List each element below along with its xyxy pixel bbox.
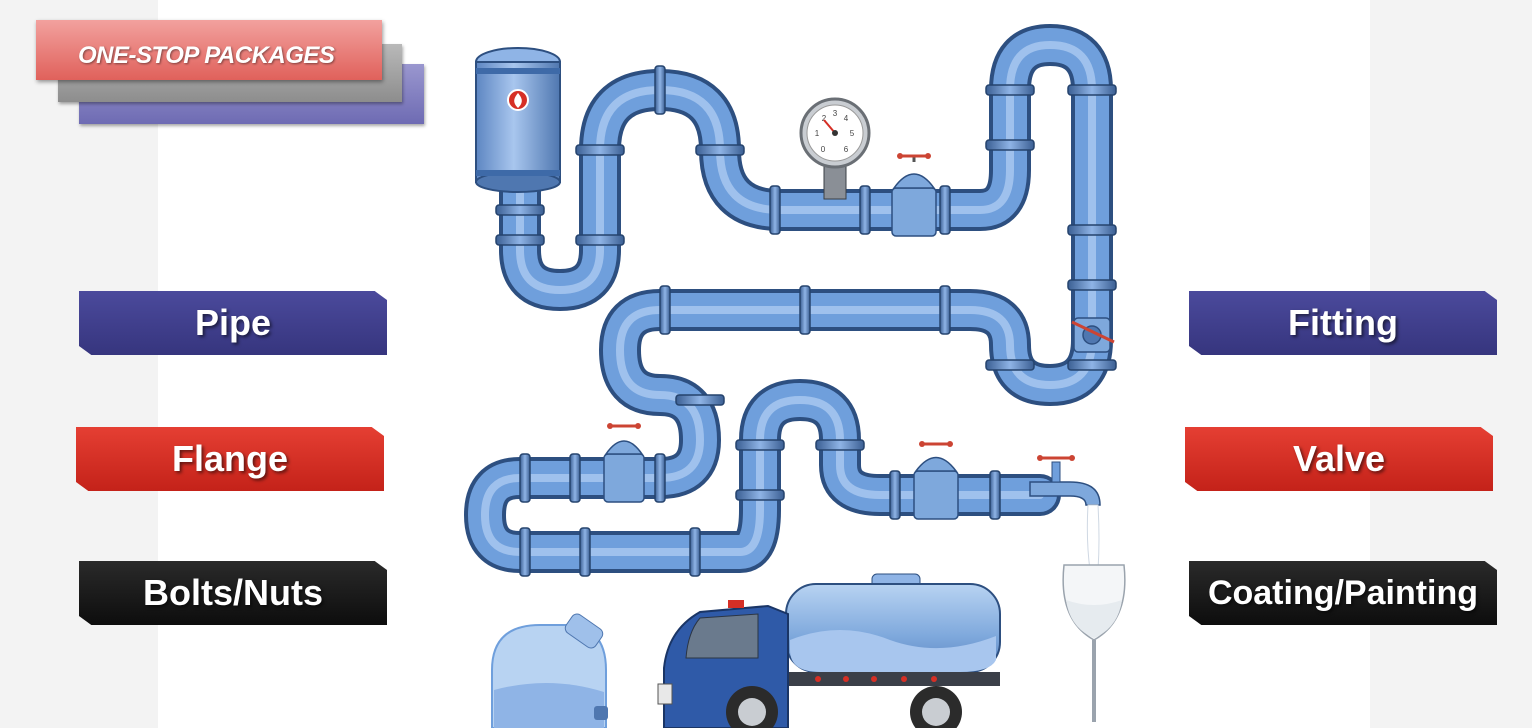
gate-valve-icon xyxy=(603,153,1115,520)
tanker-truck-icon xyxy=(657,573,1001,728)
svg-text:6: 6 xyxy=(844,145,849,154)
category-pipe-button[interactable]: Pipe xyxy=(79,291,387,355)
category-coating-painting-button[interactable]: Coating/Painting xyxy=(1189,561,1497,625)
banner-title: ONE-STOP PACKAGES xyxy=(78,42,335,69)
svg-text:3: 3 xyxy=(833,109,838,118)
category-flange-button[interactable]: Flange xyxy=(76,427,384,491)
category-fitting-button[interactable]: Fitting xyxy=(1189,291,1497,355)
category-bolts-nuts-button[interactable]: Bolts/Nuts xyxy=(79,561,387,625)
faucet-icon xyxy=(1029,455,1101,571)
water-jug-icon xyxy=(491,613,608,728)
fire-icon xyxy=(514,93,522,108)
svg-text:4: 4 xyxy=(844,114,849,123)
storage-tank-icon xyxy=(475,47,561,193)
svg-text:0: 0 xyxy=(821,145,826,154)
category-valve-button[interactable]: Valve xyxy=(1185,427,1493,491)
svg-text:5: 5 xyxy=(850,129,855,138)
svg-text:1: 1 xyxy=(815,129,820,138)
wine-glass-icon xyxy=(1062,564,1126,722)
svg-text:2: 2 xyxy=(822,114,827,123)
banner-layer-red xyxy=(36,20,382,80)
one-stop-banner: ONE-STOP PACKAGES xyxy=(36,20,426,126)
